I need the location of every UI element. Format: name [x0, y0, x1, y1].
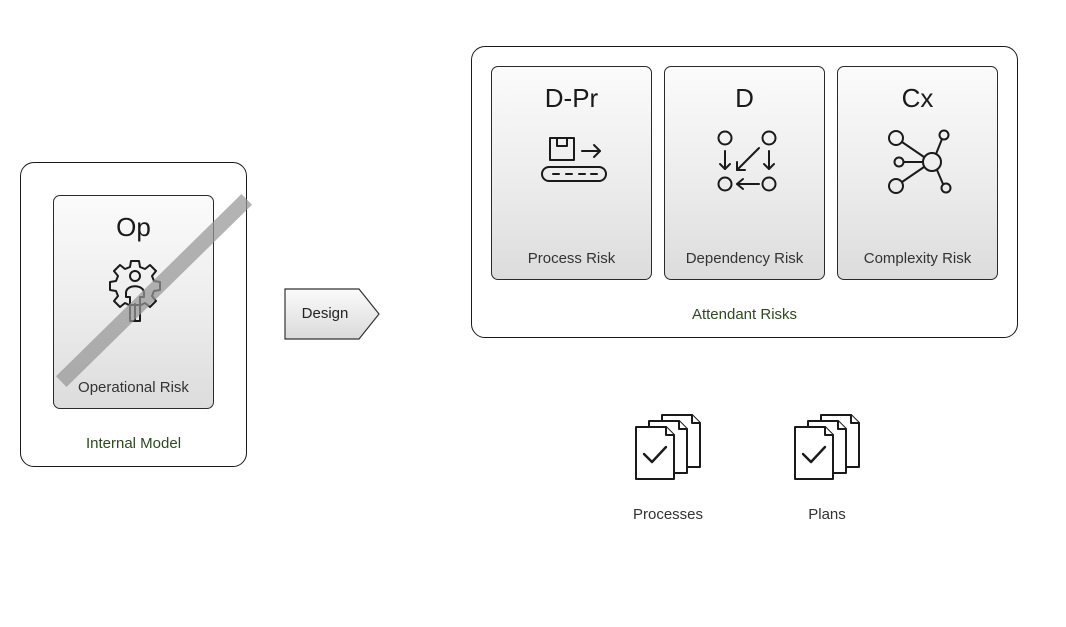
process-risk-card: D-Pr Process Risk: [491, 66, 652, 280]
complexity-risk-label: Complexity Risk: [863, 250, 972, 267]
process-risk-abbr: D-Pr: [544, 83, 599, 113]
dependency-risk-abbr: D: [735, 83, 754, 113]
internal-model-label: Internal Model: [85, 435, 182, 452]
operational-risk-abbr: Op: [116, 212, 151, 242]
dependency-risk-label: Dependency Risk: [685, 250, 804, 267]
design-arrow-label: Design: [301, 305, 349, 322]
processes-label: Processes: [632, 506, 704, 523]
design-arrow: [284, 288, 380, 340]
plans-label: Plans: [808, 506, 846, 523]
plans-document-stack-icon: [794, 414, 860, 480]
complexity-risk-card: Cx Complexity Risk: [837, 66, 998, 280]
process-risk-label: Process Risk: [527, 250, 616, 267]
operational-risk-label: Operational Risk: [78, 379, 189, 396]
network-hub-icon: [888, 129, 952, 194]
processes-document-stack-icon: [635, 414, 701, 480]
dependency-graph-icon: [717, 130, 777, 192]
attendant-risks-label: Attendant Risks: [691, 306, 798, 323]
conveyor-belt-icon: [541, 137, 607, 182]
dependency-risk-card: D Dependency Risk: [664, 66, 825, 280]
complexity-risk-abbr: Cx: [901, 83, 934, 113]
